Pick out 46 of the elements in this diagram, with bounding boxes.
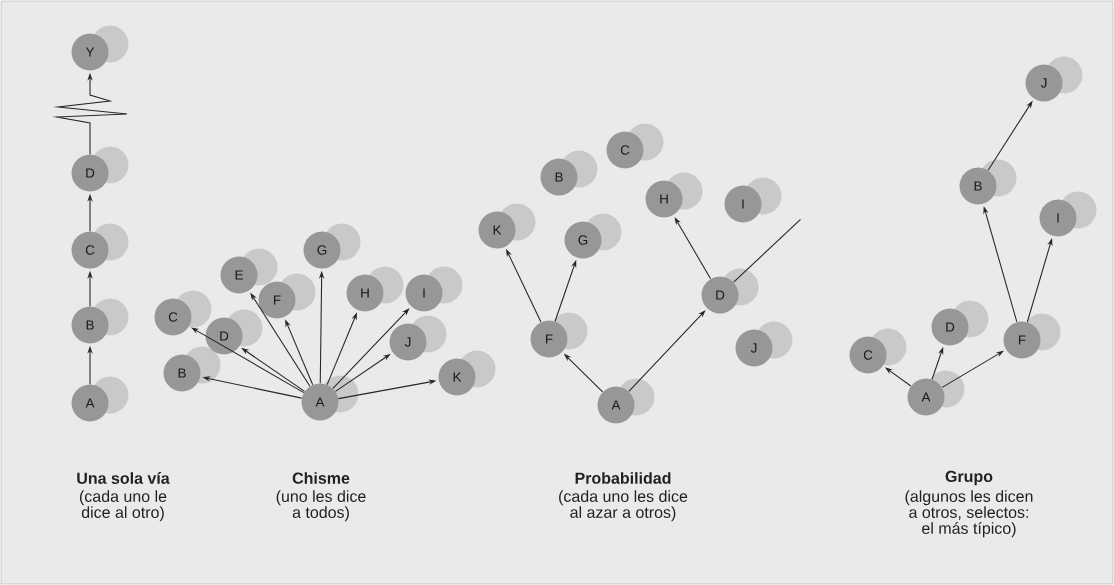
arrow (332, 308, 410, 389)
ball: D (931, 300, 989, 346)
ball: K (478, 203, 536, 249)
ball: C (606, 123, 664, 169)
caption-title: Chisme (292, 472, 350, 484)
ball: H (645, 172, 703, 218)
caption-text: (algunos les dicen a otros, selectos: el más típico) (905, 490, 1033, 538)
ball: J (1025, 56, 1083, 102)
ball: J (735, 321, 793, 367)
ball: G (564, 213, 622, 259)
ball: F (530, 312, 588, 358)
line (733, 218, 802, 283)
ball: Y (71, 25, 129, 71)
ball: B (959, 159, 1017, 205)
caption-text: (uno les dice a todos) (276, 490, 366, 522)
ball: I (405, 266, 463, 312)
caption-text: (cada uno les dice al azar a otros) (559, 490, 688, 522)
ball: C (849, 328, 907, 374)
ball: F (1003, 313, 1061, 359)
caption-title: Probabilidad (575, 472, 671, 484)
arrow (628, 310, 706, 392)
ball: H (346, 266, 404, 312)
caption-title: Grupo (945, 470, 993, 486)
ball: B (71, 298, 129, 344)
arrow (191, 327, 305, 394)
node-label: I (423, 288, 425, 298)
ball: J (389, 315, 447, 361)
ball: B (163, 346, 221, 392)
ball: E (220, 248, 278, 294)
ball: C (154, 290, 212, 336)
ball: A (907, 370, 965, 416)
caption-title: Una sola vía (77, 472, 170, 484)
ball: A (301, 375, 359, 421)
caption-text: (cada uno le dice al otro) (79, 490, 167, 522)
ball: I (1039, 191, 1097, 237)
ball: C (71, 223, 129, 269)
ball: A (597, 378, 655, 424)
ball: I (724, 177, 782, 223)
ball: K (438, 350, 496, 396)
ball: D (71, 146, 129, 192)
ball: G (303, 223, 361, 269)
ball: A (71, 376, 129, 422)
ball: D (205, 309, 263, 355)
ball: B (540, 150, 598, 196)
ball: D (701, 268, 759, 314)
ball: F (258, 273, 316, 319)
